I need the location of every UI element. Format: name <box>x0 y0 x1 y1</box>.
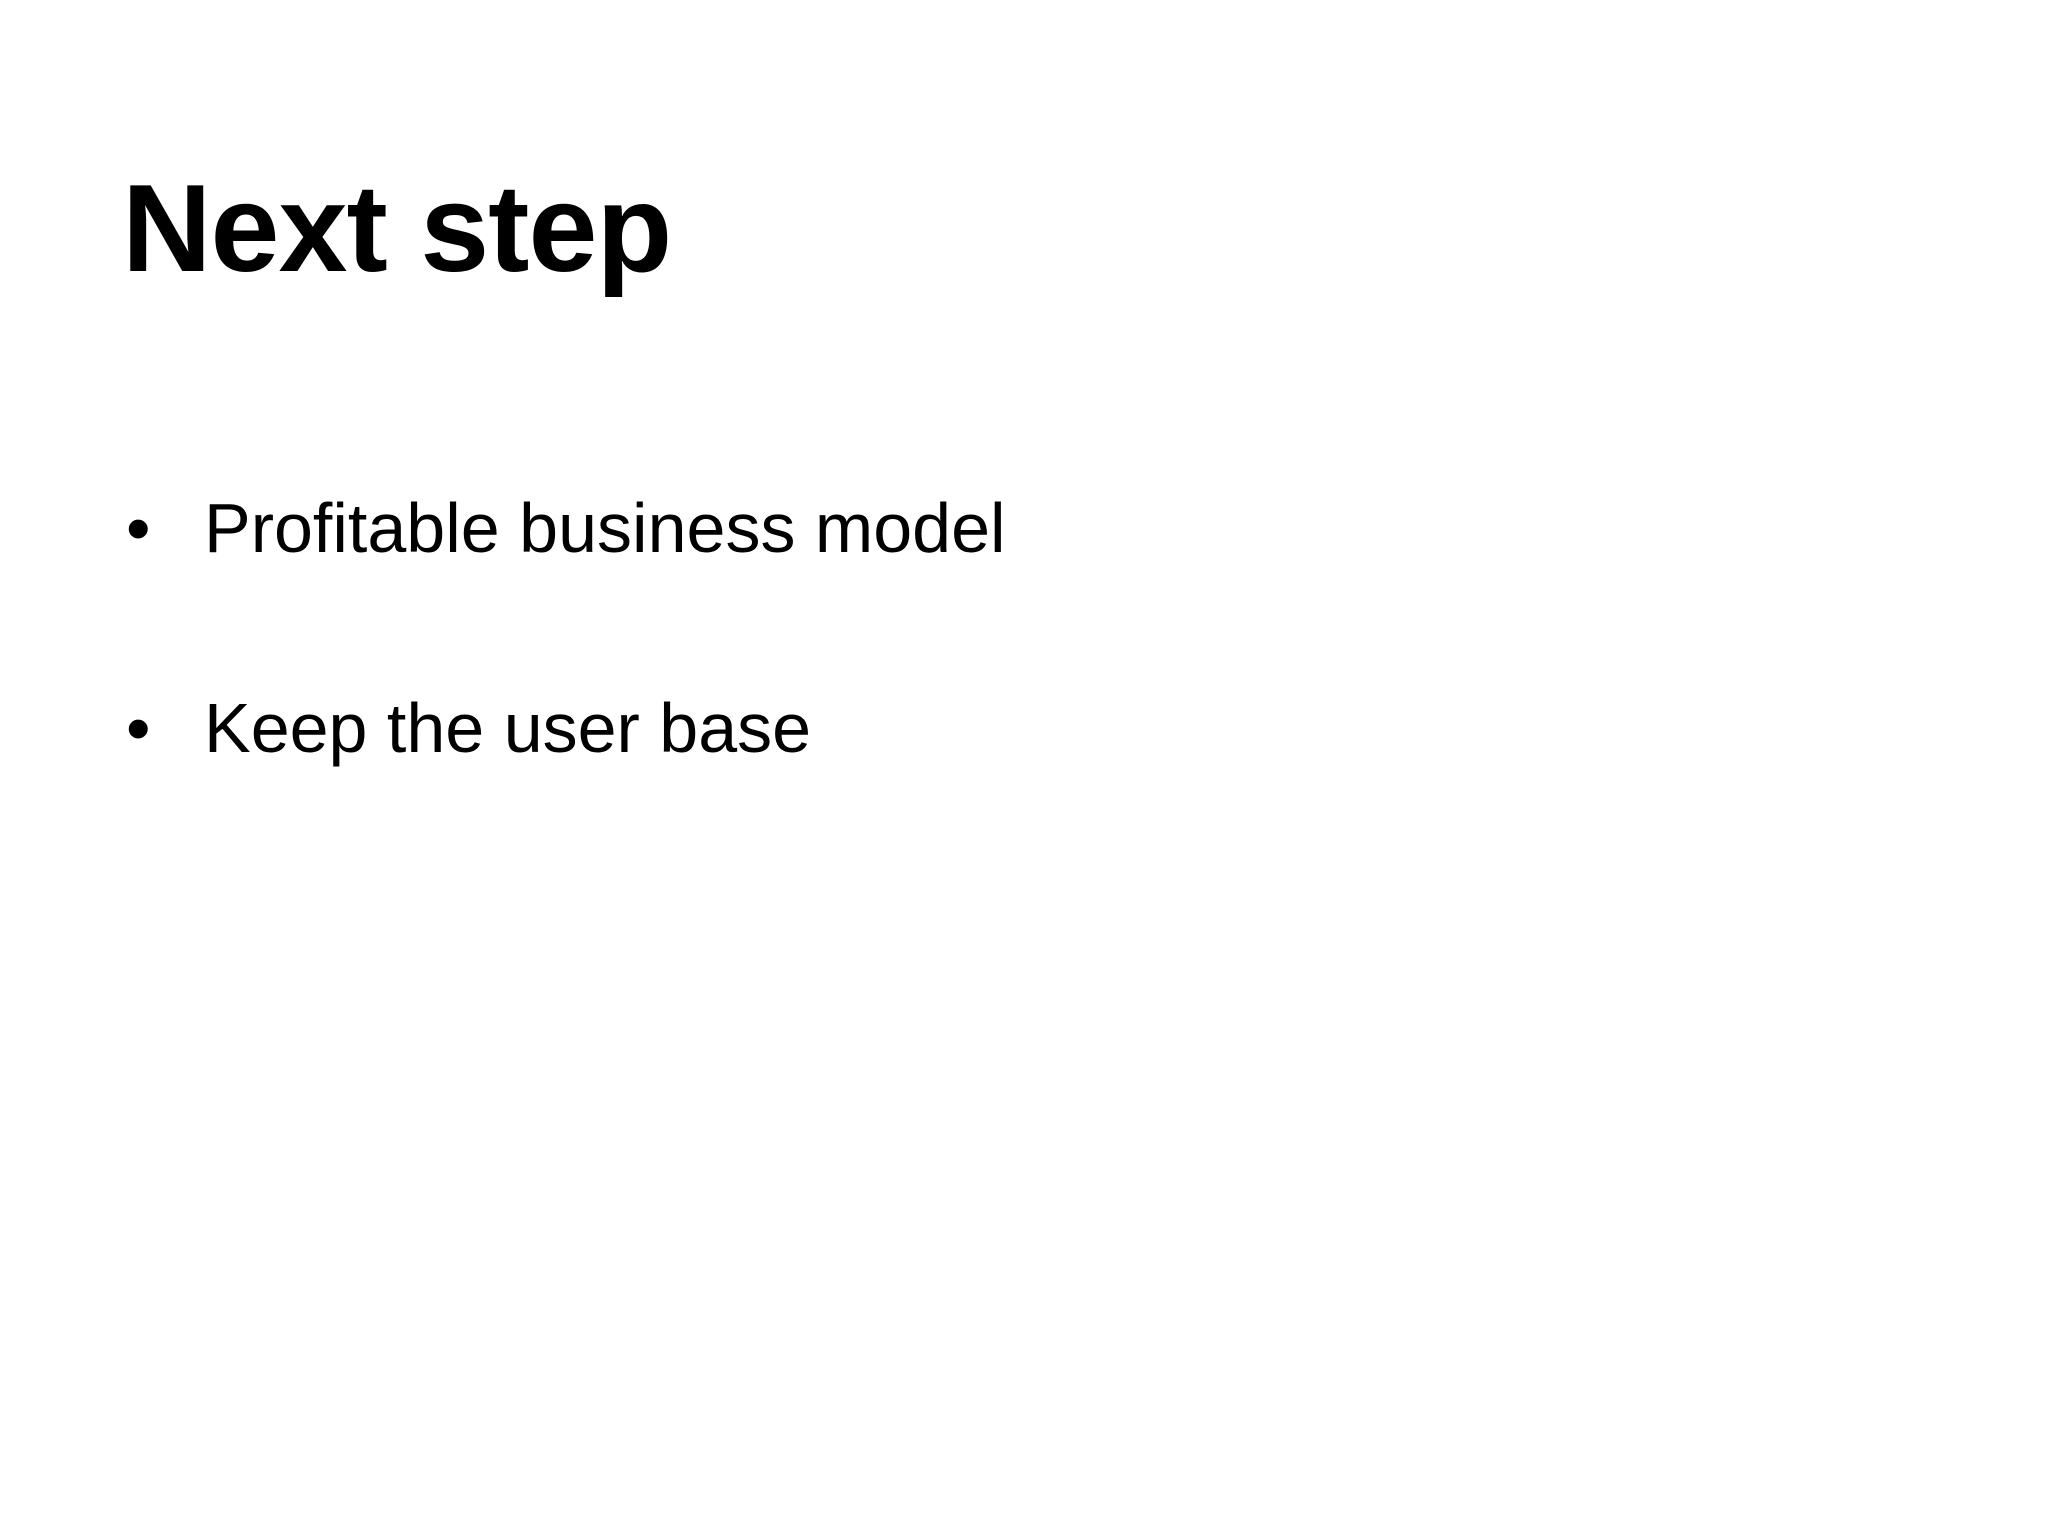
list-item: • Profitable business model <box>122 484 1882 572</box>
page-title: Next step <box>122 160 672 299</box>
bullet-list: • Profitable business model • Keep the u… <box>122 484 1882 772</box>
list-item-label: Profitable business model <box>204 489 1006 567</box>
bullet-point-icon: • <box>126 689 151 767</box>
bullet-point-icon: • <box>126 489 151 567</box>
list-item: • Keep the user base <box>122 684 1882 772</box>
list-item-label: Keep the user base <box>204 689 812 767</box>
